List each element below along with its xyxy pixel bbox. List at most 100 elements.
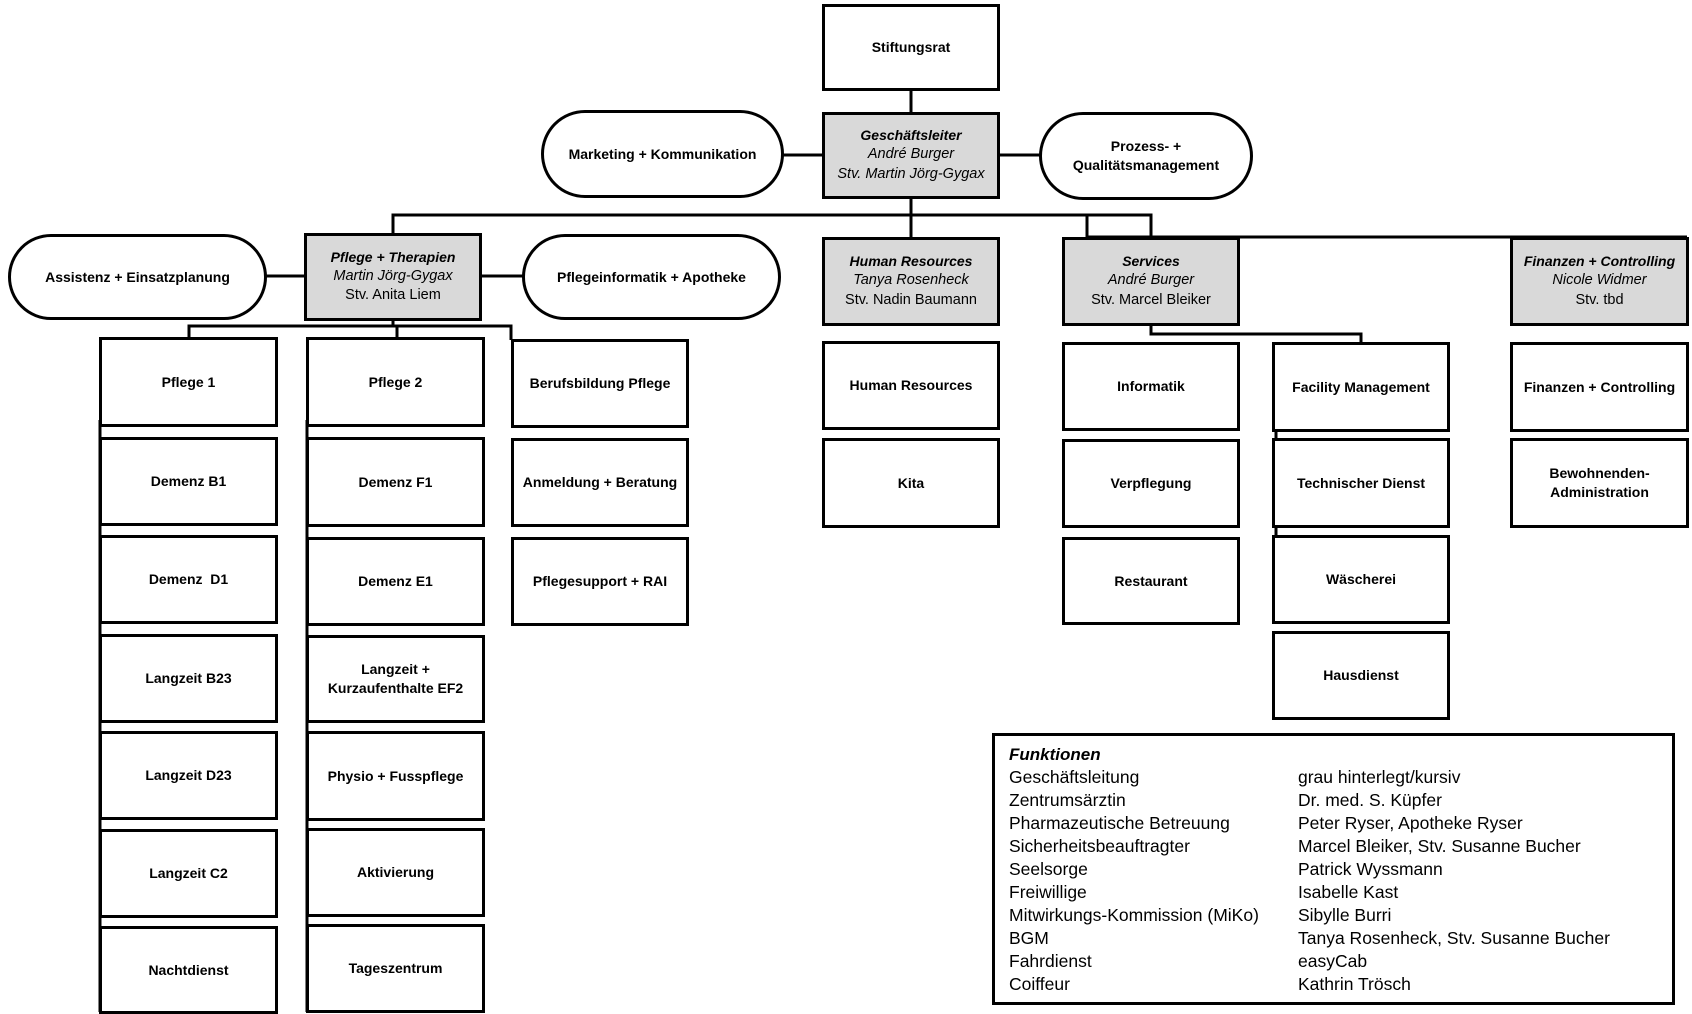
funktion-role: Sicherheitsbeauftragter bbox=[1009, 836, 1190, 856]
unit-label: Wäscherei bbox=[1325, 571, 1397, 588]
unit-label: Nachtdienst bbox=[148, 961, 229, 978]
unit-label: Pflegesupport + RAI bbox=[532, 573, 668, 590]
unit-label: Langzeit + bbox=[361, 661, 430, 678]
unit-box: Berufsbildung Pflege bbox=[511, 339, 689, 428]
unit-label: Berufsbildung Pflege bbox=[529, 375, 671, 392]
unit-label: Demenz F1 bbox=[358, 473, 433, 490]
unit-label: Facility Management bbox=[1292, 378, 1430, 395]
unit-box: Demenz F1 bbox=[306, 437, 485, 527]
funktion-person: Marcel Bleiker, Stv. Susanne Bucher bbox=[1298, 836, 1581, 856]
unit-label: Aktivierung bbox=[356, 864, 434, 881]
unit-box: Langzeit C2 bbox=[99, 829, 278, 918]
finanzen-title: Finanzen + Controlling bbox=[1523, 253, 1676, 270]
prozess-box: Prozess- + Qualitätsmanagement bbox=[1039, 112, 1253, 200]
funktion-person: Peter Ryser, Apotheke Ryser bbox=[1298, 813, 1523, 833]
unit-label: Demenz D1 bbox=[148, 571, 229, 588]
unit-box: Kita bbox=[822, 438, 1000, 528]
unit-box: Langzeit D23 bbox=[99, 731, 278, 820]
geschaeftsleiter-name: André Burger bbox=[867, 146, 955, 163]
pflegeinformatik-box: Pflegeinformatik + Apotheke bbox=[522, 234, 781, 320]
unit-box: Anmeldung + Beratung bbox=[511, 438, 689, 527]
unit-box: Demenz E1 bbox=[306, 537, 485, 626]
funktion-person: Sibylle Burri bbox=[1298, 905, 1392, 925]
funktion-row: Mitwirkungs-Kommission (MiKo) Sibylle Bur… bbox=[1009, 904, 1658, 927]
funktion-row: Coiffeur Kathrin Trösch bbox=[1009, 973, 1658, 996]
unit-box: Technischer Dienst bbox=[1272, 438, 1450, 528]
funktion-person: Tanya Rosenheck, Stv. Susanne Bucher bbox=[1298, 928, 1610, 948]
unit-box: Pflege 2 bbox=[306, 337, 485, 427]
unit-box: Pflegesupport + RAI bbox=[511, 537, 689, 626]
prozess-label-1: Prozess- + bbox=[1110, 138, 1182, 155]
funktion-row: Sicherheitsbeauftragter Marcel Bleiker, S… bbox=[1009, 835, 1658, 858]
funktion-person: grau hinterlegt/kursiv bbox=[1298, 767, 1461, 787]
unit-box: Human Resources bbox=[822, 341, 1000, 430]
funktion-role: Mitwirkungs-Kommission (MiKo) bbox=[1009, 905, 1259, 925]
funktion-row: Zentrumsärztin Dr. med. S. Küpfer bbox=[1009, 789, 1658, 812]
unit-label-line2: Administration bbox=[1550, 484, 1649, 500]
funktion-row: Freiwillige Isabelle Kast bbox=[1009, 881, 1658, 904]
unit-box: Finanzen + Controlling bbox=[1510, 342, 1689, 432]
prozess-label-2: Qualitätsmanagement bbox=[1072, 157, 1220, 173]
unit-box: Demenz B1 bbox=[99, 437, 278, 526]
unit-box: Nachtdienst bbox=[99, 926, 278, 1014]
funktion-person: Isabelle Kast bbox=[1298, 882, 1399, 902]
unit-label: Physio + Fusspflege bbox=[327, 767, 464, 784]
marketing-box: Marketing + Kommunikation bbox=[541, 110, 784, 198]
unit-box: Verpflegung bbox=[1062, 439, 1240, 528]
assistenz-label: Assistenz + Einsatzplanung bbox=[45, 268, 230, 285]
unit-label: Verpflegung bbox=[1110, 475, 1192, 492]
unit-label: Restaurant bbox=[1114, 572, 1188, 589]
pflege-title: Pflege + Therapien bbox=[330, 248, 456, 265]
assistenz-box: Assistenz + Einsatzplanung bbox=[8, 234, 267, 320]
funktion-person: Kathrin Trösch bbox=[1298, 974, 1411, 994]
finanzen-name: Nicole Widmer bbox=[1552, 272, 1647, 289]
pflege-name: Martin Jörg-Gygax bbox=[333, 267, 453, 284]
pflegeinformatik-label: Pflegeinformatik + Apotheke bbox=[557, 268, 746, 285]
services-deputy: Stv. Marcel Bleiker bbox=[1091, 291, 1211, 308]
unit-label: Technischer Dienst bbox=[1296, 474, 1426, 491]
funktion-person: Dr. med. S. Küpfer bbox=[1298, 790, 1442, 810]
funktion-role: Pharmazeutische Betreuung bbox=[1009, 813, 1230, 833]
unit-label: Pflege 1 bbox=[161, 373, 216, 390]
hr-name: Tanya Rosenheck bbox=[853, 272, 969, 289]
unit-box: Demenz D1 bbox=[99, 535, 278, 624]
funktion-row: Pharmazeutische Betreuung Peter Ryser, Ap… bbox=[1009, 812, 1658, 835]
hr-title: Human Resources bbox=[849, 253, 973, 270]
stiftungsrat-box: Stiftungsrat bbox=[822, 4, 1000, 91]
funktion-role: Seelsorge bbox=[1009, 859, 1088, 879]
funktion-role: Freiwillige bbox=[1009, 882, 1087, 902]
unit-label: Langzeit B23 bbox=[145, 670, 232, 687]
pflege-head-box: Pflege + Therapien Martin Jörg-Gygax Stv… bbox=[304, 233, 482, 321]
funktionen-title: Funktionen bbox=[1009, 745, 1101, 764]
finanzen-deputy: Stv. tbd bbox=[1575, 291, 1624, 308]
pflege-deputy: Stv. Anita Liem bbox=[345, 287, 441, 304]
unit-box: Tageszentrum bbox=[306, 924, 485, 1013]
unit-box: Bewohnenden- Administration bbox=[1510, 438, 1689, 528]
unit-box: Aktivierung bbox=[306, 828, 485, 917]
unit-box: Informatik bbox=[1062, 342, 1240, 431]
finanzen-head-box: Finanzen + Controlling Nicole Widmer Stv… bbox=[1510, 237, 1689, 326]
funktion-role: BGM bbox=[1009, 928, 1049, 948]
geschaeftsleiter-title: Geschäftsleiter bbox=[860, 127, 962, 144]
unit-box: Pflege 1 bbox=[99, 337, 278, 427]
unit-label: Pflege 2 bbox=[368, 373, 423, 390]
unit-label: Langzeit D23 bbox=[145, 767, 232, 784]
unit-label-line2: Kurzaufenthalte EF2 bbox=[327, 680, 464, 696]
unit-box: Physio + Fusspflege bbox=[306, 731, 485, 821]
marketing-label: Marketing + Kommunikation bbox=[568, 145, 757, 162]
funktion-role: Geschäftsleitung bbox=[1009, 767, 1140, 787]
unit-label: Kita bbox=[897, 474, 925, 491]
unit-label: Langzeit C2 bbox=[149, 865, 228, 882]
geschaeftsleiter-box: Geschäftsleiter André Burger Stv. Martin… bbox=[822, 112, 1000, 199]
unit-label: Finanzen + Controlling bbox=[1523, 378, 1676, 395]
unit-box: Langzeit B23 bbox=[99, 634, 278, 723]
stiftungsrat-label: Stiftungsrat bbox=[871, 39, 951, 56]
geschaeftsleiter-deputy: Stv. Martin Jörg-Gygax bbox=[837, 165, 985, 182]
services-name: André Burger bbox=[1107, 272, 1195, 289]
funktion-role: Zentrumsärztin bbox=[1009, 790, 1126, 810]
unit-box: Hausdienst bbox=[1272, 631, 1450, 720]
funktion-role: Coiffeur bbox=[1009, 974, 1070, 994]
unit-box: Wäscherei bbox=[1272, 535, 1450, 624]
unit-label: Anmeldung + Beratung bbox=[522, 474, 678, 491]
